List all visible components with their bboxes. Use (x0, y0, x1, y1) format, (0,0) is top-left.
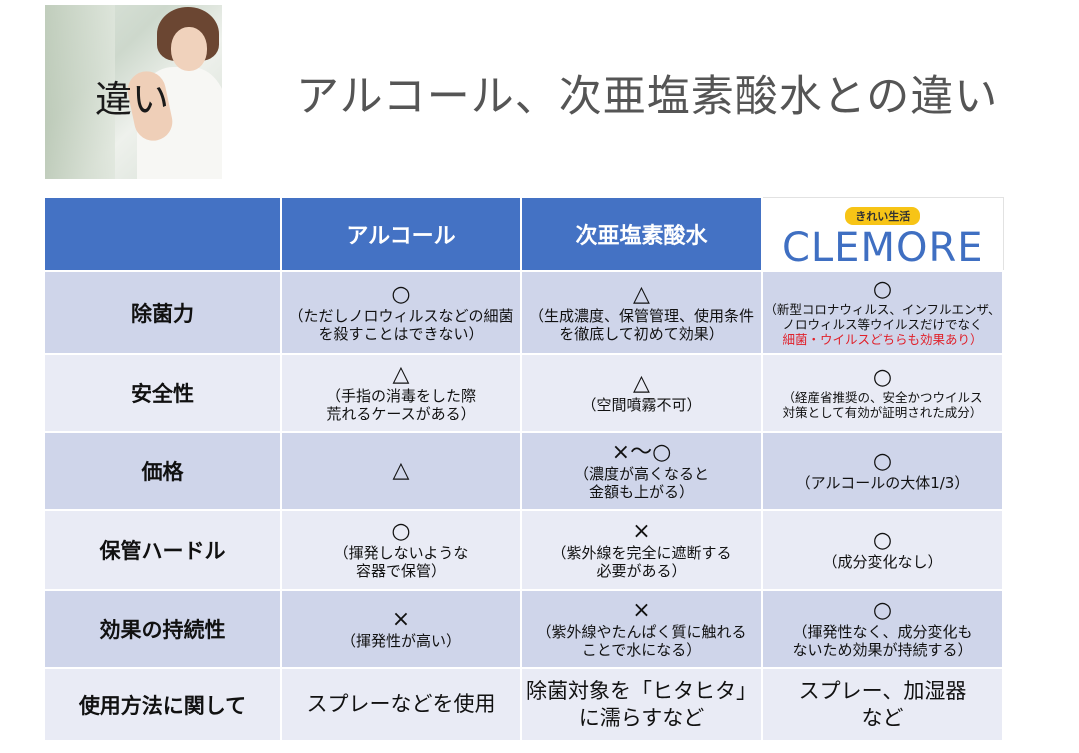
table-row: 保管ハードル○（揮発しないような容器で保管）×（紫外線を完全に遮断する必要がある… (45, 509, 1004, 590)
column-header-hypochlorous: 次亜塩素酸水 (521, 197, 763, 271)
cell-note-line: ノロウィルス等ウイルスだけでなく (782, 317, 983, 332)
header-empty-cell (45, 197, 282, 271)
usage-text-line: など (861, 705, 904, 730)
row-label: 保管ハードル (45, 509, 282, 590)
cell-note-line: （経産省推奨の、安全かつウイルス (782, 390, 983, 405)
usage-text-line: 除菌対象を「ヒタヒタ」 (526, 678, 757, 703)
table-cell: ○（揮発しないような容器で保管） (281, 509, 522, 590)
cell-note-line: 容器で保管） (355, 562, 446, 580)
table-cell: スプレー、加湿器など (762, 667, 1004, 740)
table-row: 使用方法に関してスプレーなどを使用除菌対象を「ヒタヒタ」に濡らすなどスプレー、加… (45, 667, 1004, 740)
cell-note-line: 必要がある） (596, 562, 687, 580)
table-cell: △（生成濃度、保管管理、使用条件を徹底して初めて効果） (521, 270, 763, 354)
table-cell: ○（アルコールの大体1/3） (762, 431, 1004, 510)
table-cell: ○（揮発性なく、成分変化もないため効果が持続する） (762, 589, 1004, 668)
rating-mark: △ (392, 362, 410, 387)
table-row: 除菌力○（ただしノロウィルスなどの細菌を殺すことはできない）△（生成濃度、保管管… (45, 270, 1004, 354)
rating-mark: ○ (391, 519, 411, 544)
rating-mark: ○ (872, 598, 893, 623)
cell-note-line: ないため効果が持続する） (792, 641, 973, 659)
usage-text-line: スプレー、加湿器 (798, 678, 967, 703)
table-cell: ×（紫外線やたんぱく質に触れることで水になる） (521, 589, 763, 668)
cell-note-line: 荒れるケースがある） (326, 405, 476, 423)
cell-note-line: （新型コロナウィルス、インフルエンザ、 (764, 302, 1001, 317)
cell-note-line: 対策として有効が証明された成分） (782, 405, 983, 420)
rating-mark: × (391, 607, 411, 632)
table-cell: ×（紫外線を完全に遮断する必要がある） (521, 509, 763, 590)
column-header-clemore-logo: きれい生活 CLEMORE (761, 197, 1004, 272)
cell-note-line: ことで水になる） (581, 641, 702, 659)
cell-note-line: 金額も上がる） (588, 483, 694, 501)
table-row: 安全性△（手指の消毒をした際荒れるケースがある）△（空間噴霧不可）○（経産省推奨… (45, 353, 1004, 432)
cell-note-line: （揮発しないような (333, 544, 469, 562)
rating-mark: ○ (391, 281, 411, 307)
table-row: 効果の持続性×（揮発性が高い）×（紫外線やたんぱく質に触れることで水になる）○（… (45, 589, 1004, 668)
row-label: 効果の持続性 (45, 589, 282, 668)
cell-note-line: （揮発性が高い） (340, 632, 461, 650)
rating-mark: △ (633, 371, 650, 396)
rating-mark: △ (633, 281, 650, 307)
brand-tagline: きれい生活 (845, 206, 921, 225)
cell-note-line: を徹底して初めて効果） (559, 324, 724, 343)
table-row: 価格△×～○（濃度が高くなると金額も上がる）○（アルコールの大体1/3） (45, 431, 1004, 510)
table-cell: ○（ただしノロウィルスなどの細菌を殺すことはできない） (281, 270, 522, 354)
usage-text-line: スプレーなどを使用 (306, 692, 496, 716)
table-cell: △（手指の消毒をした際荒れるケースがある） (281, 353, 522, 432)
table-cell: ○（新型コロナウィルス、インフルエンザ、ノロウィルス等ウイルスだけでなく細菌・ウ… (762, 270, 1004, 354)
table-cell: ○（成分変化なし） (762, 509, 1004, 590)
rating-mark: △ (392, 458, 410, 483)
cell-note-line: （紫外線やたんぱく質に触れる (536, 623, 747, 641)
cell-note-line: を殺すことはできない） (318, 324, 484, 343)
rating-mark: ×～○ (611, 440, 672, 465)
row-label: 安全性 (45, 353, 282, 432)
row-label: 価格 (45, 431, 282, 510)
rating-mark: ○ (872, 528, 893, 553)
cell-note-highlight: 細菌・ウイルスどちらも効果あり） (782, 332, 983, 347)
cell-note-line: （手指の消毒をした際 (325, 387, 476, 405)
cell-note-line: （生成濃度、保管管理、使用条件 (528, 306, 754, 325)
photo-label: 違い (95, 78, 169, 121)
page-title: アルコール、次亜塩素酸水との違い (296, 72, 999, 122)
table-cell: ○（経産省推奨の、安全かつウイルス対策として有効が証明された成分） (762, 353, 1004, 432)
rating-mark: ○ (872, 449, 893, 474)
table-cell: スプレーなどを使用 (281, 667, 522, 740)
column-header-alcohol: アルコール (281, 197, 522, 271)
cell-note-line: （ただしノロウィルスなどの細菌 (288, 306, 514, 325)
cell-note-line: （揮発性なく、成分変化も (792, 623, 973, 641)
row-label: 使用方法に関して (45, 667, 282, 740)
cell-note-line: （成分変化なし） (822, 553, 943, 571)
rating-mark: × (632, 598, 651, 623)
table-cell: △ (281, 431, 522, 510)
usage-text-line: に濡らすなど (578, 705, 705, 730)
table-header-row: アルコール 次亜塩素酸水 きれい生活 CLEMORE (45, 197, 1004, 272)
photo-background (45, 5, 115, 179)
photo-person-face (171, 27, 207, 71)
comparison-table: アルコール 次亜塩素酸水 きれい生活 CLEMORE 除菌力○（ただしノロウィル… (45, 197, 1004, 740)
cell-note-line: （濃度が高くなると (573, 465, 709, 483)
rating-mark: × (632, 519, 651, 544)
rating-mark: ○ (872, 365, 893, 390)
header-photo: 違い (45, 5, 222, 179)
cell-note-line: （紫外線を完全に遮断する (551, 544, 732, 562)
table-cell: △（空間噴霧不可） (521, 353, 763, 432)
table-cell: ×（揮発性が高い） (281, 589, 522, 668)
cell-note-line: （アルコールの大体1/3） (795, 474, 970, 492)
brand-name: CLEMORE (781, 224, 984, 271)
table-cell: ×～○（濃度が高くなると金額も上がる） (521, 431, 763, 510)
cell-note-line: （空間噴霧不可） (581, 396, 702, 414)
rating-mark: ○ (872, 277, 893, 302)
table-cell: 除菌対象を「ヒタヒタ」に濡らすなど (521, 667, 763, 740)
row-label: 除菌力 (45, 270, 282, 354)
